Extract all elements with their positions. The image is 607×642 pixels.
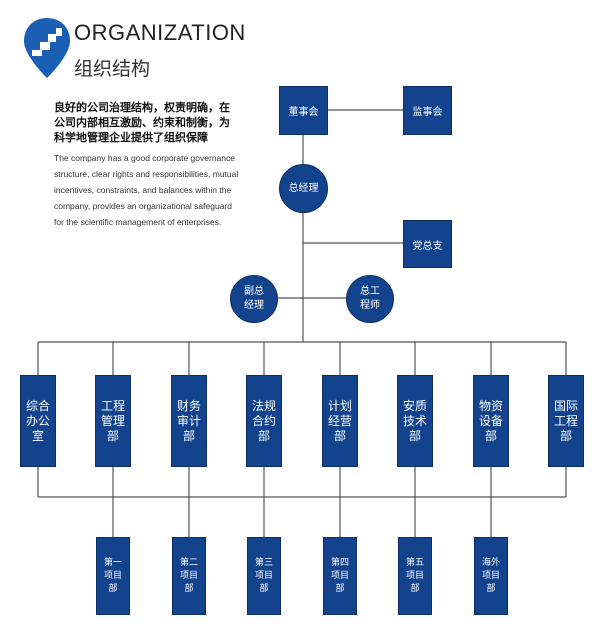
org-node-department: 计划经营部 (322, 375, 358, 467)
org-node-project: 海外项目部 (474, 537, 508, 615)
intro-text-cn: 良好的公司治理结构，权责明确，在公司内部相互激励、约束和制衡，为科学地管理企业提… (54, 101, 230, 144)
org-node-department: 国际工程部 (548, 375, 584, 467)
org-node-project: 第一项目部 (96, 537, 130, 615)
org-node-board: 董事会 (279, 86, 328, 135)
page-title-cn: 组织结构 (74, 58, 151, 80)
org-node-department: 物资设备部 (473, 375, 509, 467)
org-node-project: 第二项目部 (172, 537, 206, 615)
page-title-en: ORGANIZATION (74, 20, 246, 45)
org-node-department: 安质技术部 (397, 375, 433, 467)
intro-text-en: The company has a good corporate governa… (54, 153, 239, 227)
org-node-party-branch: 党总支 (403, 220, 452, 268)
org-node-general-manager: 总经理 (279, 164, 328, 213)
org-node-department: 综合办公室 (20, 375, 56, 467)
org-node-deputy-gm: 副总经理 (230, 275, 278, 323)
org-node-department: 工程管理部 (95, 375, 131, 467)
org-node-department: 财务审计部 (171, 375, 207, 467)
org-node-department: 法规合约部 (246, 375, 282, 467)
org-node-chief-engineer: 总工程师 (346, 275, 394, 323)
org-node-supervisors: 监事会 (403, 86, 452, 135)
company-logo-icon (24, 18, 70, 78)
org-node-project: 第四项目部 (323, 537, 357, 615)
org-node-project: 第三项目部 (247, 537, 281, 615)
org-node-project: 第五项目部 (398, 537, 432, 615)
